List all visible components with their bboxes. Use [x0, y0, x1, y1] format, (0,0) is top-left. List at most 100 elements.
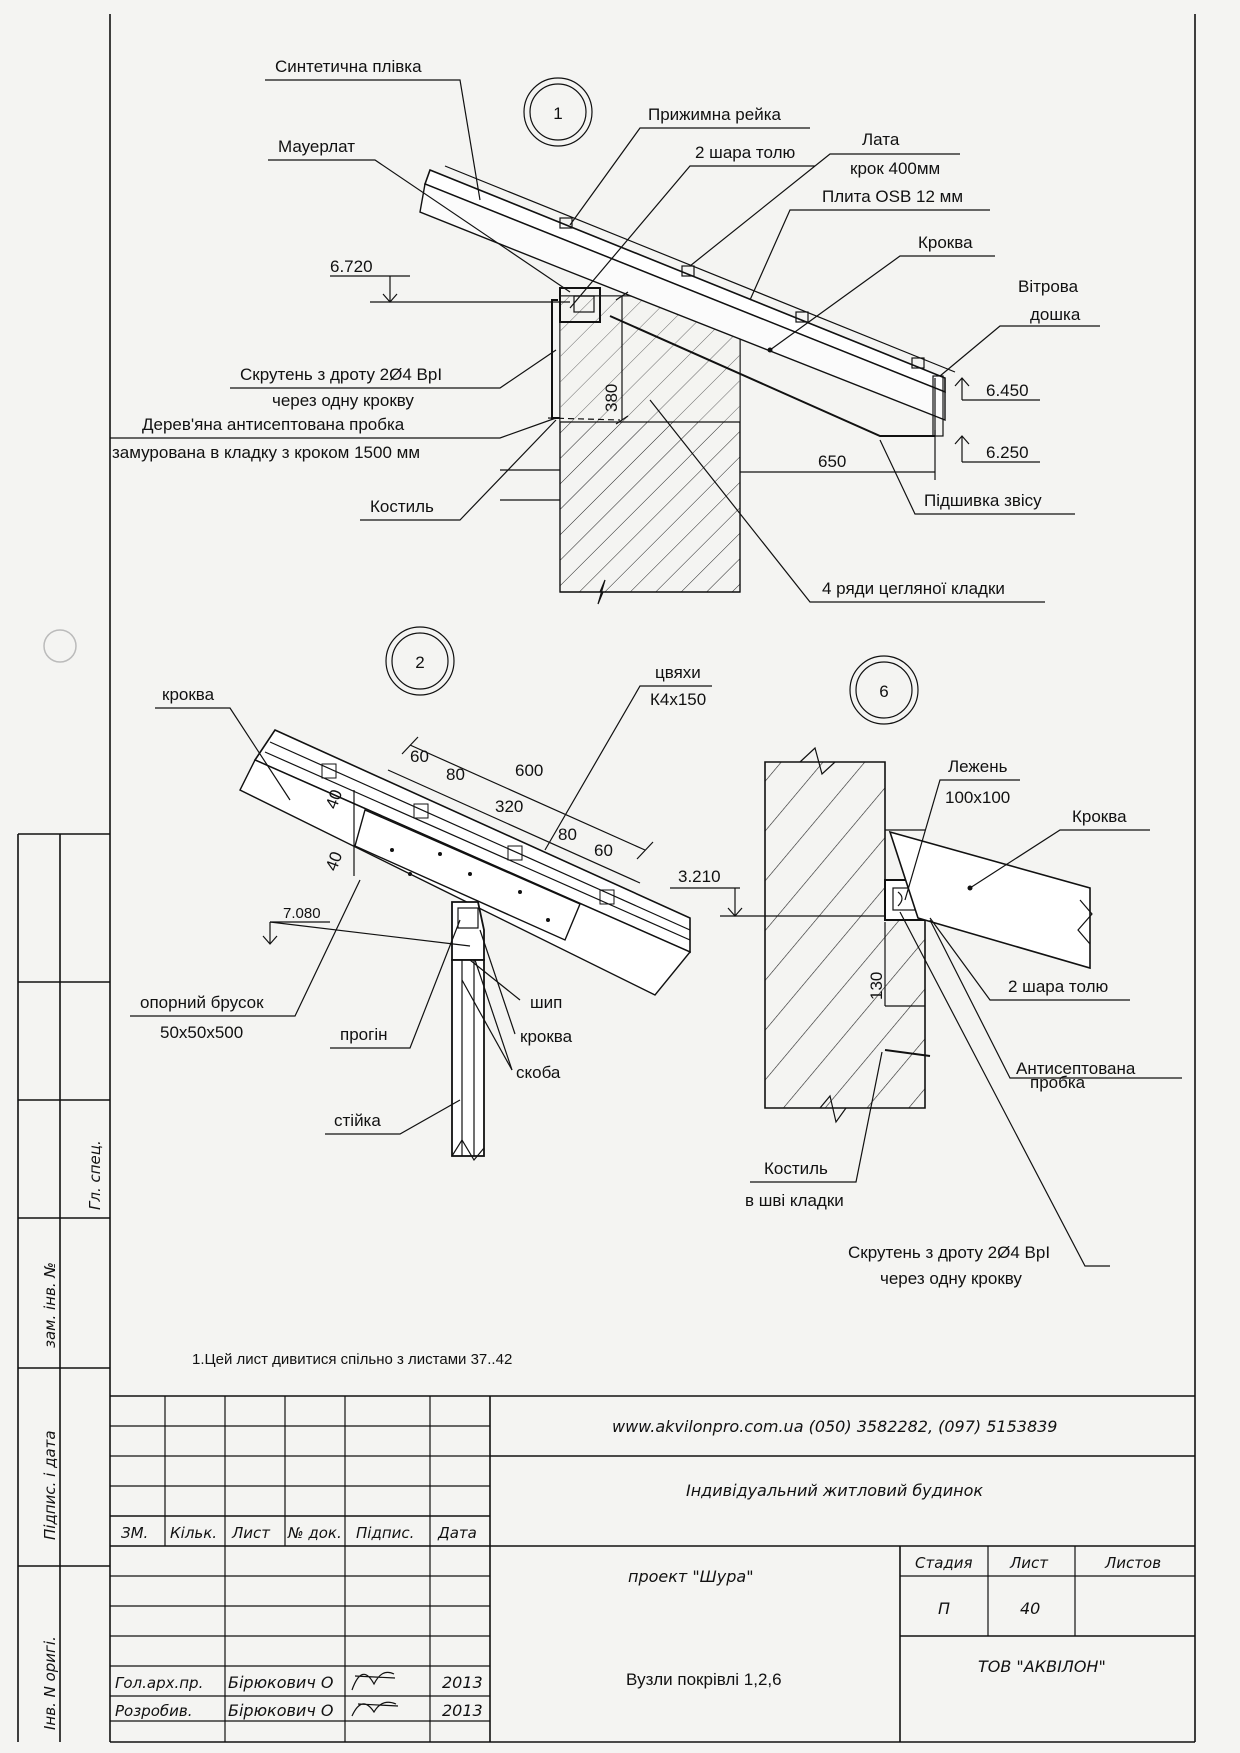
node-1-label-crutch: Костиль — [370, 497, 434, 516]
stage-header: Стадия — [915, 1554, 973, 1572]
node-1-dim-650: 650 — [818, 452, 846, 471]
sheet-frame — [17, 14, 1196, 1743]
node-6-label-plug-2: пробка — [1030, 1073, 1086, 1092]
node-1-dim-380: 380 — [602, 384, 621, 412]
node-2-dim-320: 320 — [495, 797, 523, 816]
punch-hole — [43, 629, 77, 663]
node-6-label-tol: 2 шара толю — [1008, 977, 1108, 996]
node-1-level-6450: 6.450 — [986, 381, 1029, 400]
node-1-circle-inner — [529, 83, 587, 141]
node-2-label-support-1: опорний брусок — [140, 993, 264, 1012]
node-2-number: 2 — [415, 653, 424, 672]
node-2-label-tenon: шип — [530, 993, 562, 1012]
node-6-level-3210: 3.210 — [678, 867, 721, 886]
node-2-nails — [321, 763, 615, 922]
title-block — [110, 1395, 1195, 1742]
node-6-number: 6 — [879, 682, 888, 701]
node-1-label-tol: 2 шара толю — [695, 143, 795, 162]
node-1-level-6250: 6.250 — [986, 443, 1029, 462]
col-kilk: Кільк. — [170, 1524, 217, 1542]
side-label-pidpys: Підпис. і дата — [41, 1430, 59, 1540]
contacts: www.akvilonpro.com.ua (050) 3582282, (09… — [612, 1417, 1057, 1436]
node-1-soffit — [609, 315, 935, 437]
col-dok: № док. — [287, 1524, 342, 1542]
node-2-level-7080: 7.080 — [283, 905, 321, 922]
node-6-dim-130: 130 — [867, 972, 886, 1000]
node-2-dim-80a: 80 — [446, 765, 465, 784]
sheets-header: Листов — [1104, 1554, 1161, 1572]
node-1-label-film: Синтетична плівка — [275, 57, 422, 76]
col-zm: ЗМ. — [121, 1524, 148, 1542]
node-6-circle-outer — [849, 655, 919, 725]
general-note: 1.Цей лист дивитися спільно з листами 37… — [192, 1351, 512, 1368]
node-2-label-rafter-top: кроква — [162, 685, 215, 704]
side-label-inv-orig: Інв. N оригі. — [41, 1636, 59, 1730]
node-1: 1 380 65 — [110, 57, 1100, 605]
node-6-label-plug-1: Антисептована — [1016, 1059, 1136, 1078]
node-1-rafter — [419, 183, 946, 422]
node-2-dim-80b: 80 — [558, 825, 577, 844]
node-6-label-wire-2: через одну крокву — [880, 1269, 1022, 1288]
col-lyst: Лист — [231, 1524, 271, 1542]
node-6-label-crutch-2: в шві кладки — [745, 1191, 844, 1210]
node-1-label-brick: 4 ряди цегляної кладки — [822, 579, 1005, 598]
node-1-label-wire-2: через одну крокву — [272, 391, 414, 410]
node-1-label-clamp-rail: Прижимна рейка — [648, 105, 782, 124]
node-1-mauerlat — [559, 287, 601, 323]
node-6-label-rafter: Кроква — [1072, 807, 1127, 826]
node-2-dim-60a: 60 — [410, 747, 429, 766]
signature-1 — [351, 1671, 396, 1691]
node-1-label-rafter: Кроква — [918, 233, 973, 252]
sheet-title: Вузли покрівлі 1,2,6 — [626, 1670, 782, 1689]
node-2-label-support-2: 50х50х500 — [160, 1023, 243, 1042]
side-label-gl-spec: Гл. спец. — [86, 1140, 104, 1210]
node-2-post — [451, 959, 485, 1157]
project-name: проект "Шура" — [628, 1567, 754, 1586]
node-2-label-bracket: скоба — [516, 1063, 561, 1082]
node-2-dim-60b: 60 — [594, 841, 613, 860]
object-name: Індивідуальний житловий будинок — [686, 1481, 983, 1500]
node-2-purlin — [451, 901, 485, 961]
node-6-label-plate-2: 100х100 — [945, 788, 1010, 807]
node-2-label-purlin: прогін — [340, 1025, 387, 1044]
col-pidpys: Підпис. — [356, 1524, 414, 1542]
company-name: ТОВ "АКВІЛОН" — [978, 1657, 1106, 1676]
node-2: 2 600 60 80 320 80 — [130, 626, 712, 1162]
node-1-label-lath-2: крок 400мм — [850, 159, 940, 178]
node-1-number: 1 — [553, 104, 562, 123]
node-1-label-plug-1: Дерев'яна антисептована пробка — [142, 415, 405, 434]
node-2-label-post: стійка — [334, 1111, 381, 1130]
row-1-year: 2013 — [442, 1673, 483, 1692]
row-2-role: Розробив. — [115, 1702, 193, 1720]
row-1-name: Бірюкович О — [228, 1673, 333, 1692]
node-2-support-bar — [354, 809, 581, 941]
node-6-label-plate-1: Лежень — [948, 757, 1008, 776]
node-1-label-wind-1: Вітрова — [1018, 277, 1079, 296]
node-1-label-plug-2: замурована в кладку з кроком 1500 мм — [112, 443, 420, 462]
row-1-role: Гол.арх.пр. — [115, 1674, 203, 1692]
node-6: 6 130 3.210 Лежень 100х100 Кроква 2 шара… — [670, 655, 1182, 1288]
node-1-label-soffit: Підшивка звісу — [924, 491, 1042, 510]
side-label-zam-inv: зам. інв. № — [41, 1262, 59, 1348]
node-2-label-nails-1: цвяхи — [655, 663, 701, 682]
signature-2 — [351, 1701, 399, 1717]
sheet-value: 40 — [1020, 1599, 1040, 1618]
node-2-dim-600: 600 — [515, 761, 543, 780]
node-2-label-nails-2: К4х150 — [650, 690, 706, 709]
node-2-circle-inner — [391, 632, 449, 690]
node-2-dim-40b: 40 — [322, 849, 346, 873]
node-2-circle-outer — [385, 626, 455, 696]
node-6-brick-wall — [764, 761, 926, 1109]
node-1-label-lath-1: Лата — [862, 130, 900, 149]
node-1-wind-board — [932, 375, 944, 437]
row-2-year: 2013 — [442, 1701, 483, 1720]
row-2-name: Бірюкович О — [228, 1701, 333, 1720]
node-1-label-osb: Плита OSB 12 мм — [822, 187, 963, 206]
node-6-label-wire-1: Скрутень з дроту 2Ø4 ВрІ — [848, 1243, 1050, 1262]
node-1-label-wind-2: дошка — [1030, 305, 1081, 324]
node-1-label-mauerlat: Мауерлат — [278, 137, 355, 156]
node-2-label-rafter-bottom: кроква — [520, 1027, 573, 1046]
node-1-label-wire-1: Скрутень з дроту 2Ø4 ВрІ — [240, 365, 442, 384]
node-1-circle-outer — [523, 77, 593, 147]
node-1-level-6720: 6.720 — [330, 257, 373, 276]
